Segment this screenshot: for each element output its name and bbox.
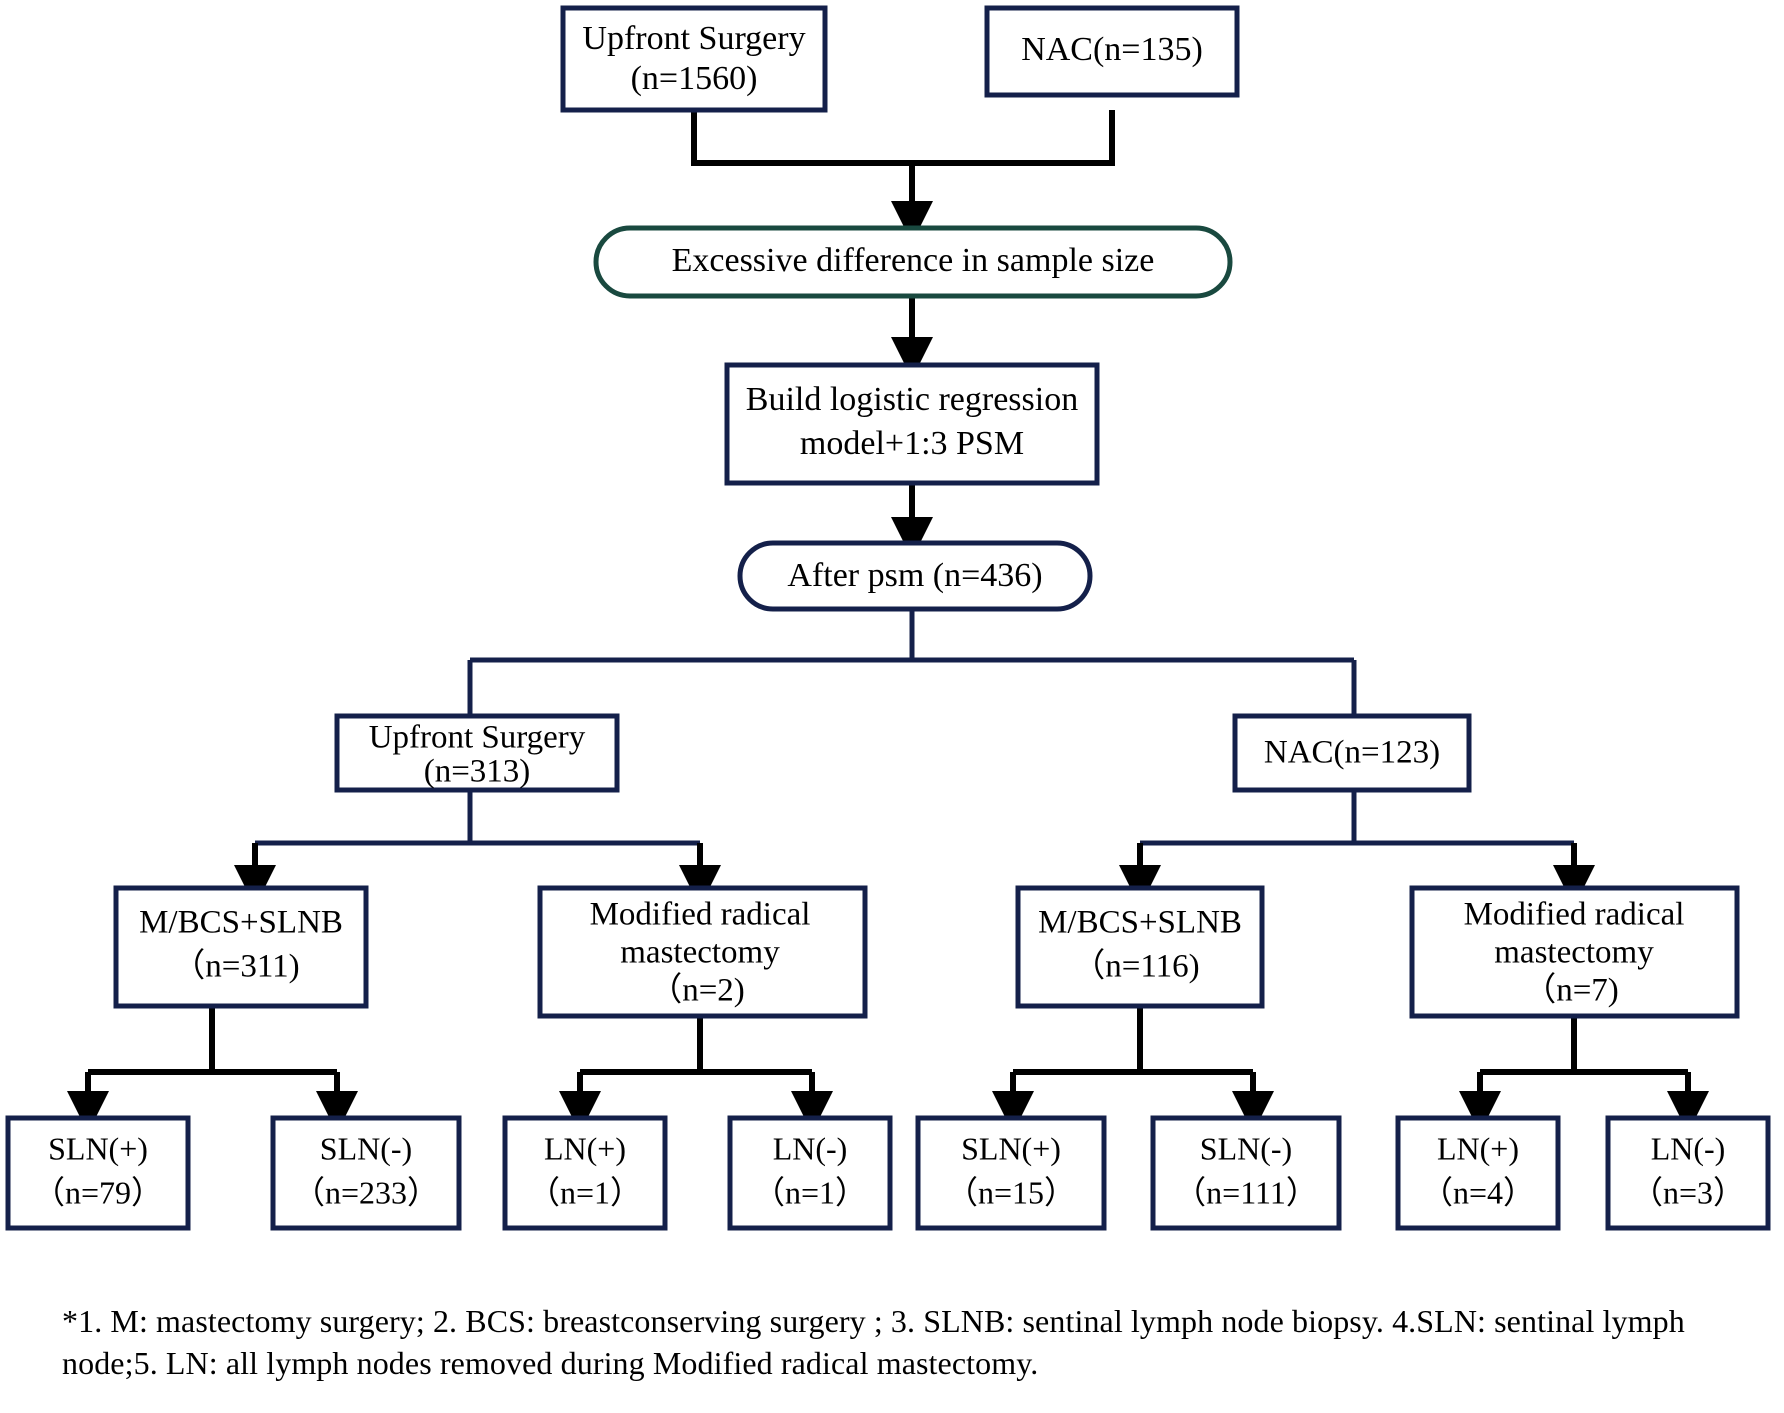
node-label: LN(-) <box>1651 1130 1726 1166</box>
footnote-line-1: *1. M: mastectomy surgery; 2. BCS: breas… <box>62 1303 1685 1339</box>
node-label: （n=1） <box>753 1174 867 1210</box>
node-nac-ln-negative[interactable]: LN(-) （n=3） <box>1605 1115 1771 1231</box>
node-label: (n=1560) <box>631 60 758 97</box>
node-nac-modified-radical-mastectomy[interactable]: Modified radical mastectomy （n=7) <box>1409 885 1740 1019</box>
node-nac-ln-positive[interactable]: LN(+) （n=4） <box>1395 1115 1561 1231</box>
node-upfront-sln-positive[interactable]: SLN(+) （n=79） <box>5 1115 191 1231</box>
node-label: model+1:3 PSM <box>800 425 1024 462</box>
node-label: （n=7) <box>1523 973 1619 1009</box>
node-build-model[interactable]: Build logistic regression model+1:3 PSM <box>724 362 1100 486</box>
edge-nac-to-excess <box>912 110 1115 166</box>
node-label: M/BCS+SLNB <box>1038 905 1242 941</box>
node-label: Build logistic regression <box>746 381 1078 418</box>
edge-nacslnb-split <box>992 1006 1274 1133</box>
node-label: mastectomy <box>620 935 780 971</box>
node-excessive-difference[interactable]: Excessive difference in sample size <box>593 225 1233 299</box>
node-nac-sln-negative[interactable]: SLN(-) （n=111） <box>1150 1115 1342 1231</box>
node-upfront-modified-radical-mastectomy[interactable]: Modified radical mastectomy （n=2) <box>537 885 868 1019</box>
node-label: （n=79） <box>33 1174 163 1210</box>
node-label: （n=1） <box>528 1174 642 1210</box>
node-nac-psm[interactable]: NAC(n=123) <box>1232 713 1472 793</box>
node-upfront-ln-positive[interactable]: LN(+) （n=1） <box>502 1115 668 1231</box>
node-label: SLN(+) <box>48 1130 148 1166</box>
node-after-psm[interactable]: After psm (n=436) <box>737 540 1093 612</box>
node-upfront-sln-negative[interactable]: SLN(-) （n=233） <box>270 1115 462 1231</box>
node-label: LN(+) <box>1437 1130 1519 1166</box>
edge-nacpsm-split <box>1119 790 1595 907</box>
node-label: （n=311) <box>172 949 299 985</box>
node-label: （n=233） <box>293 1174 439 1210</box>
edge-usmrm-split <box>559 1016 833 1133</box>
node-nac-mbcs-slnb[interactable]: M/BCS+SLNB （n=116) <box>1015 885 1265 1009</box>
node-label: After psm (n=436) <box>787 557 1042 594</box>
node-nac-all[interactable]: NAC(n=135) <box>984 5 1240 98</box>
node-label: Upfront Surgery <box>369 720 586 756</box>
node-label: （n=3） <box>1631 1174 1745 1210</box>
node-label: NAC(n=135) <box>1021 31 1203 68</box>
edge-usslnb-split <box>67 1006 358 1133</box>
node-upfront-ln-negative[interactable]: LN(-) （n=1） <box>727 1115 893 1231</box>
node-label: LN(+) <box>544 1130 626 1166</box>
node-label: （n=2) <box>649 973 745 1009</box>
node-label: （n=111） <box>1174 1174 1318 1210</box>
node-label: mastectomy <box>1494 935 1654 971</box>
node-label: Modified radical <box>590 897 811 933</box>
node-label: Excessive difference in sample size <box>672 242 1155 279</box>
footnote-line-2: node;5. LN: all lymph nodes removed duri… <box>62 1345 1039 1382</box>
node-label: NAC(n=123) <box>1264 735 1440 771</box>
edge-afterpsm-split <box>467 608 1357 716</box>
node-upfront-mbcs-slnb[interactable]: M/BCS+SLNB （n=311) <box>113 885 369 1009</box>
node-label: SLN(-) <box>1200 1130 1292 1166</box>
node-upfront-surgery-psm[interactable]: Upfront Surgery (n=313) <box>334 713 620 793</box>
node-label: （n=116) <box>1072 949 1199 985</box>
footnote: *1. M: mastectomy surgery; 2. BCS: breas… <box>62 1300 1742 1384</box>
node-label: （n=15） <box>946 1174 1076 1210</box>
edge-nacmrm-split <box>1459 1016 1709 1133</box>
node-label: SLN(+) <box>961 1130 1061 1166</box>
edge-upfrontpsm-split <box>234 790 721 907</box>
edge-upfront-to-excess <box>691 110 912 166</box>
node-upfront-surgery-all[interactable]: Upfront Surgery (n=1560) <box>560 5 828 113</box>
node-label: M/BCS+SLNB <box>139 905 343 941</box>
node-label: （n=4） <box>1421 1174 1535 1210</box>
node-nac-sln-positive[interactable]: SLN(+) （n=15） <box>915 1115 1107 1231</box>
node-label: Modified radical <box>1464 897 1685 933</box>
node-label: SLN(-) <box>320 1130 412 1166</box>
node-label: LN(-) <box>773 1130 848 1166</box>
node-label: (n=313) <box>424 754 531 790</box>
node-label: Upfront Surgery <box>582 20 805 57</box>
